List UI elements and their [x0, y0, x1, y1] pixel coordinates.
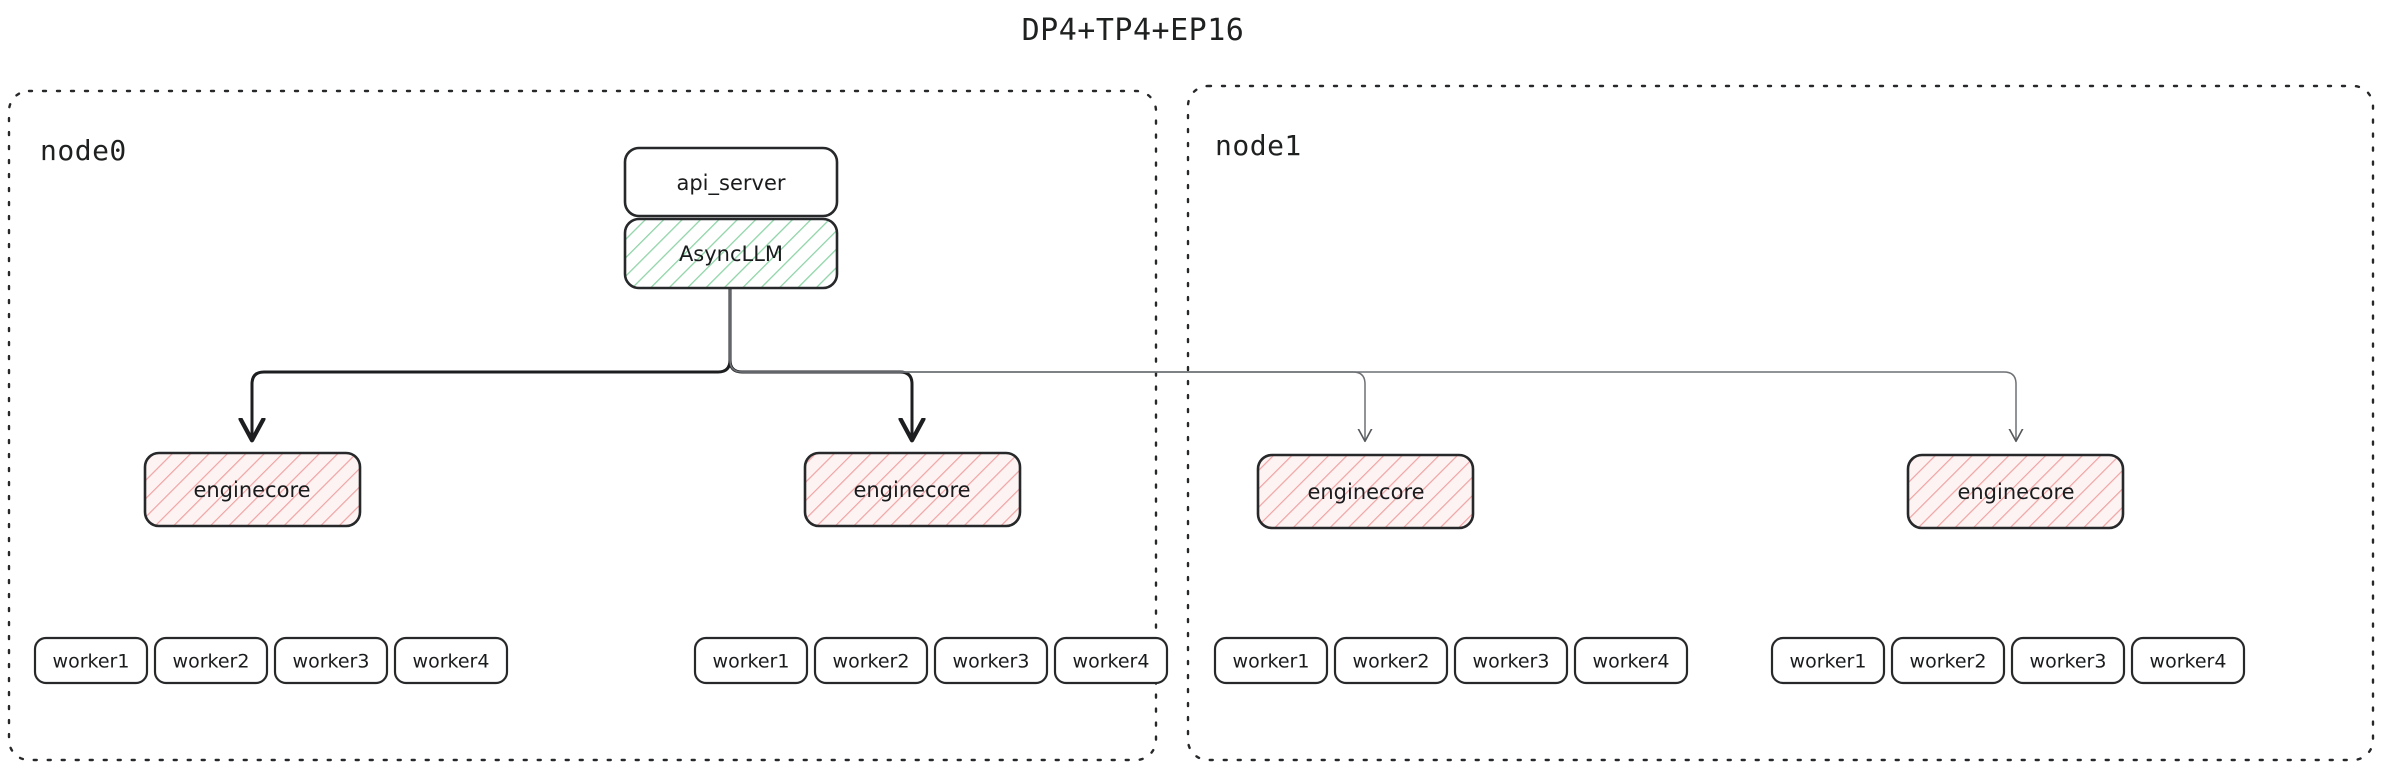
worker-box[interactable] [693, 636, 809, 685]
node-enginecore-3-label: enginecore [1957, 480, 2074, 504]
worker-box[interactable] [1453, 636, 1569, 685]
node-enginecore-3[interactable] [1906, 453, 2125, 530]
worker-box[interactable] [153, 636, 269, 685]
worker-label: worker3 [953, 651, 1030, 673]
node-async-llm-label: AsyncLLM [679, 242, 783, 266]
worker-label: worker3 [293, 651, 370, 673]
node-api-server[interactable] [623, 146, 839, 218]
worker-box[interactable] [1333, 636, 1449, 685]
node-enginecore-1-label: enginecore [853, 478, 970, 502]
node-api-server-label: api_server [676, 171, 785, 196]
worker-box[interactable] [393, 636, 509, 685]
worker-label: worker2 [1910, 651, 1987, 673]
node-enginecore-2[interactable] [1256, 453, 1475, 530]
diagram-title: DP4+TP4+EP16 [1022, 13, 1245, 48]
node-enginecore-0[interactable] [143, 451, 362, 528]
worker-label: worker1 [1790, 651, 1867, 673]
worker-label: worker4 [2150, 651, 2227, 673]
worker-group-3: worker1 worker2 worker3 worker4 [1770, 636, 2246, 685]
worker-label: worker1 [1233, 651, 1310, 673]
worker-label: worker2 [1353, 651, 1430, 673]
worker-box[interactable] [933, 636, 1049, 685]
worker-box[interactable] [1573, 636, 1689, 685]
worker-group-1: worker1 worker2 worker3 worker4 [693, 636, 1169, 685]
worker-box[interactable] [1213, 636, 1329, 685]
worker-box[interactable] [273, 636, 389, 685]
worker-label: worker4 [1073, 651, 1150, 673]
worker-label: worker1 [713, 651, 790, 673]
worker-label: worker4 [413, 651, 490, 673]
worker-box[interactable] [33, 636, 149, 685]
worker-box[interactable] [1053, 636, 1169, 685]
worker-box[interactable] [813, 636, 929, 685]
worker-label: worker3 [1473, 651, 1550, 673]
worker-box[interactable] [2130, 636, 2246, 685]
worker-label: worker2 [833, 651, 910, 673]
cluster-node1-label: node1 [1215, 129, 1302, 162]
worker-label: worker2 [173, 651, 250, 673]
node-enginecore-1[interactable] [803, 451, 1022, 528]
worker-label: worker1 [53, 651, 130, 673]
worker-label: worker4 [1593, 651, 1670, 673]
node-enginecore-2-label: enginecore [1307, 480, 1424, 504]
node-enginecore-0-label: enginecore [193, 478, 310, 502]
worker-box[interactable] [2010, 636, 2126, 685]
worker-label: worker3 [2030, 651, 2107, 673]
cluster-node0-label: node0 [40, 134, 127, 167]
cluster-node0 [7, 89, 1158, 762]
worker-group-2: worker1 worker2 worker3 worker4 [1213, 636, 1689, 685]
worker-box[interactable] [1770, 636, 1886, 685]
cluster-node1 [1186, 84, 2375, 762]
worker-box[interactable] [1890, 636, 2006, 685]
edge-asyncllm-to-enginecore-3 [729, 287, 2016, 440]
node-async-llm[interactable] [623, 217, 839, 290]
worker-group-0: worker1 worker2 worker3 worker4 [33, 636, 509, 685]
